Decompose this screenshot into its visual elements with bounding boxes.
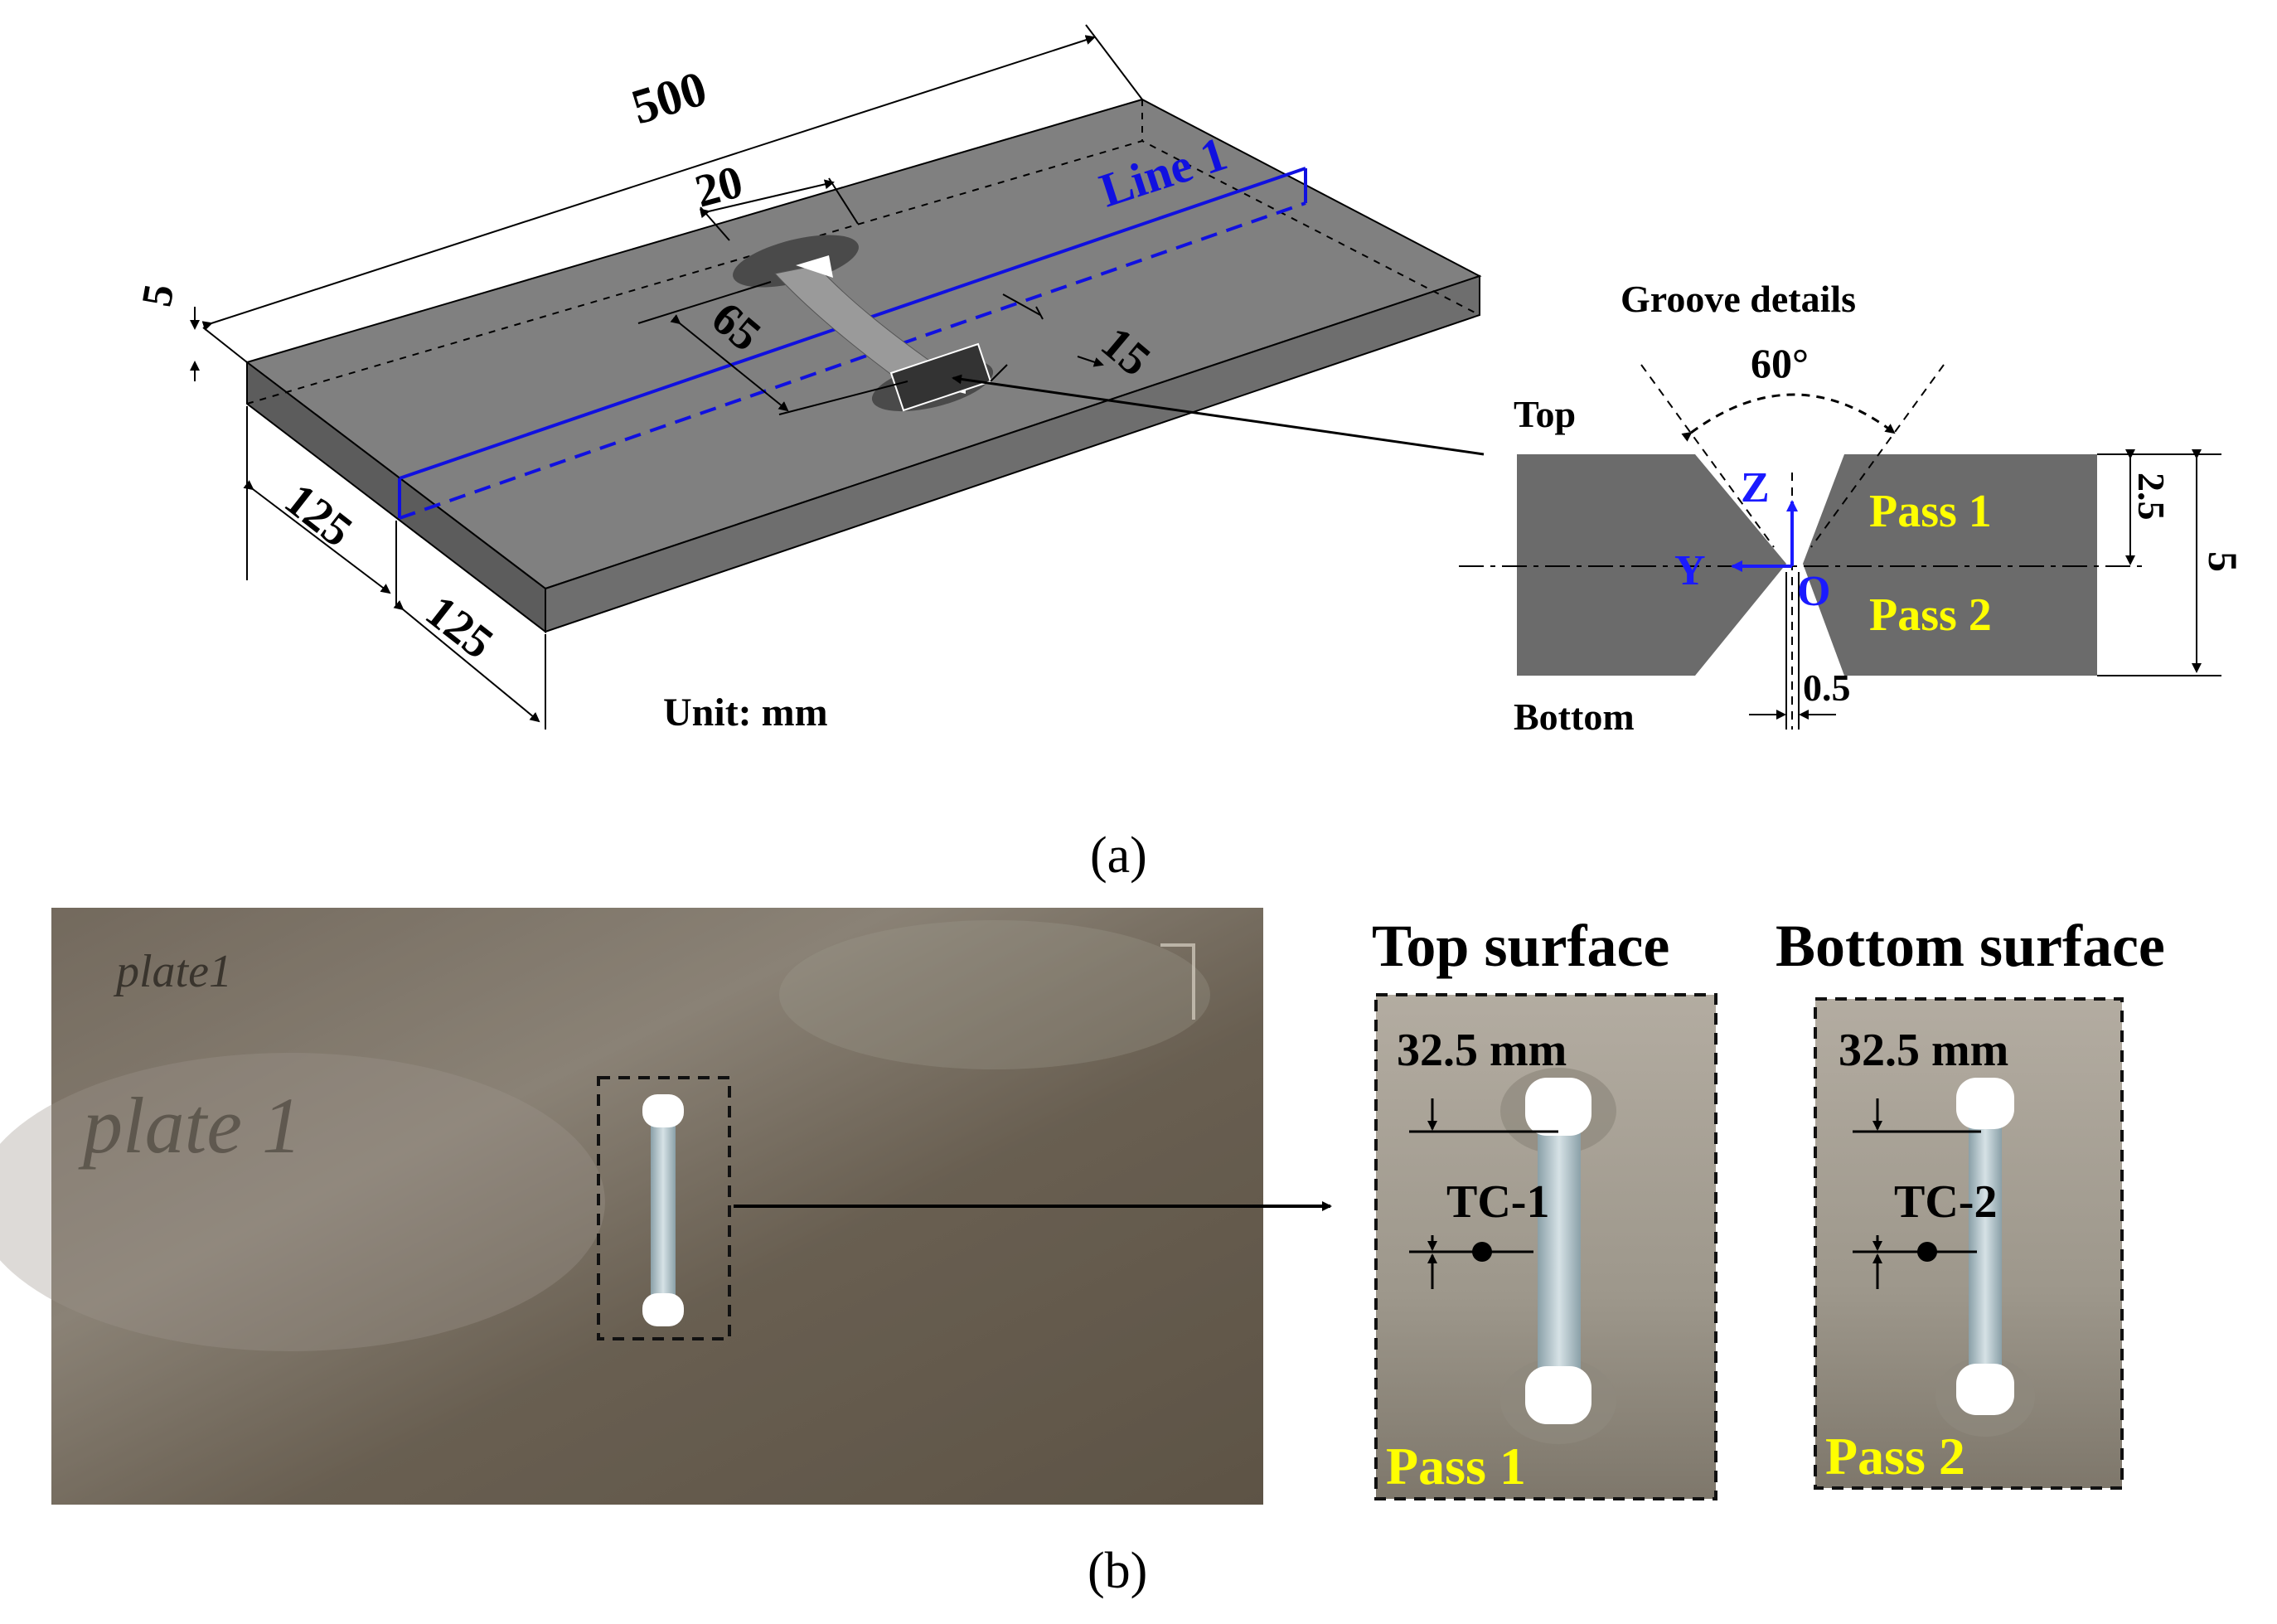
leader-arrow-groove: [952, 374, 1485, 456]
groove-angle: 60°: [1751, 340, 1809, 386]
caption-a: (a): [1090, 827, 1147, 884]
groove-bottom-label: Bottom: [1514, 696, 1635, 738]
top-surface-distance: 32.5 mm: [1397, 1025, 1567, 1076]
dim-125-right: 125: [416, 585, 502, 669]
dim-20: 20: [690, 156, 748, 217]
bottom-surface-pass: Pass 2: [1825, 1427, 1965, 1486]
bottom-surface-title: Bottom surface: [1776, 913, 2165, 979]
line1-bottom: [399, 201, 1306, 520]
bottom-surface-distance: 32.5 mm: [1839, 1025, 2008, 1076]
origin-label: O: [1797, 568, 1830, 615]
plate-3d: [245, 98, 1482, 634]
groove-title: Groove details: [1621, 278, 1856, 320]
caption-b: (b): [1088, 1543, 1147, 1599]
dim-125-left: 125: [275, 473, 361, 557]
dimensions-a: [190, 24, 1143, 730]
groove-left-plate: [1517, 454, 1786, 676]
dim-5-groove: 5: [2200, 551, 2246, 572]
handwriting-plate1-small: plate1: [113, 946, 232, 997]
top-surface-panel: [1374, 993, 1717, 1500]
groove-right-plate: [1803, 454, 2097, 676]
groove-top-label: Top: [1514, 393, 1576, 435]
plate-right-face: [545, 274, 1480, 633]
top-surface-pass: Pass 1: [1386, 1437, 1526, 1496]
handwriting-plate1-large: plate 1: [78, 1081, 302, 1170]
dim-2-5: 2.5: [2130, 473, 2173, 521]
groove-pass2: Pass 2: [1869, 589, 1992, 641]
groove-pass1: Pass 1: [1869, 486, 1992, 537]
bottom-surface-panel: [1814, 997, 2124, 1490]
bottom-surface-tc: TC-2: [1894, 1176, 1997, 1228]
top-surface-title: Top surface: [1372, 913, 1669, 979]
top-surface-tc: TC-1: [1446, 1176, 1549, 1228]
dim-5-plate: 5: [133, 281, 184, 311]
axis-z-label: Z: [1741, 464, 1770, 511]
dim-500: 500: [626, 61, 713, 134]
axis-y-label: Y: [1674, 547, 1706, 594]
dim-0-5: 0.5: [1803, 667, 1851, 709]
unit-label: Unit: mm: [663, 691, 828, 734]
groove-cross-section: [1459, 364, 2221, 730]
